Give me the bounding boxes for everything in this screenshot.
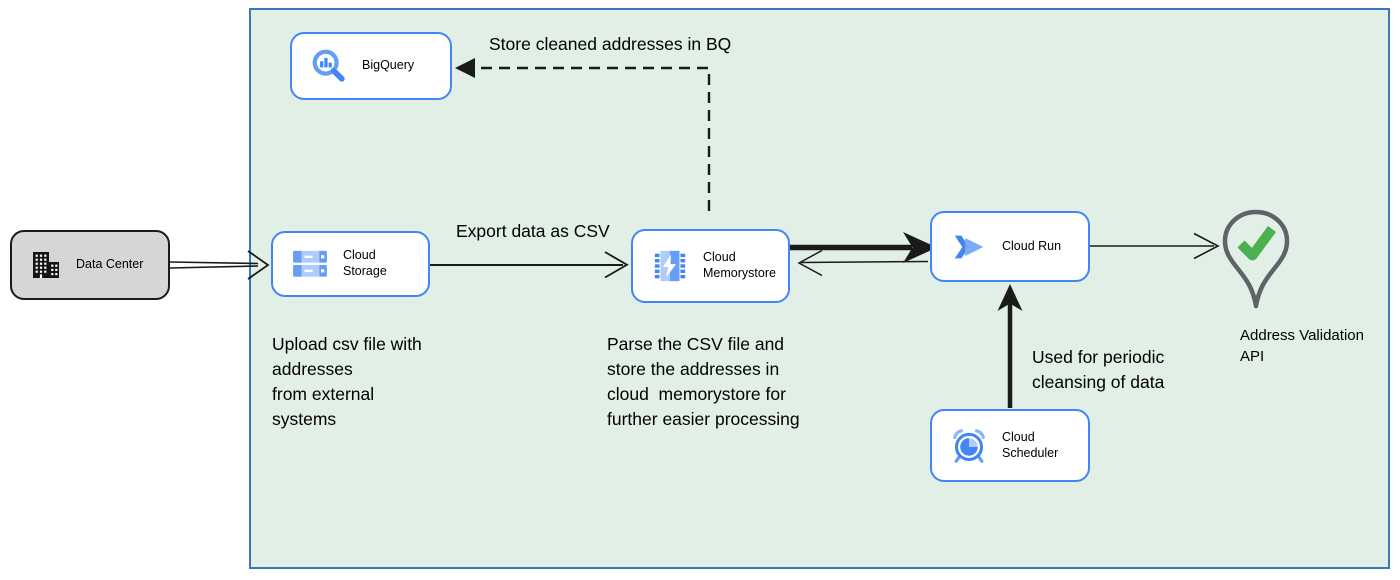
address-validation-label: Address Validation API bbox=[1240, 327, 1368, 366]
node-cloud-memorystore[interactable]: Cloud Memorystore bbox=[631, 229, 790, 303]
annotation-parse-note: Parse the CSV file and store the address… bbox=[607, 334, 800, 429]
node-label: Data Center bbox=[76, 257, 144, 272]
node-bigquery[interactable]: BigQuery bbox=[290, 32, 452, 100]
node-label: Cloud Run bbox=[1002, 238, 1062, 253]
node-label: Cloud Storage bbox=[343, 248, 387, 278]
annotation-store-bq: Store cleaned addresses in BQ bbox=[489, 34, 732, 54]
cloud-storage-icon bbox=[291, 249, 329, 279]
node-label: Cloud Scheduler bbox=[1002, 429, 1059, 460]
memorystore-icon bbox=[651, 248, 689, 284]
annotation-periodic-note: Used for periodic cleansing of data bbox=[1032, 347, 1165, 392]
scheduler-icon bbox=[950, 427, 988, 465]
map-pin-check-icon bbox=[1222, 209, 1290, 309]
bigquery-icon bbox=[310, 47, 348, 85]
node-label: BigQuery bbox=[362, 58, 415, 73]
system-boundary bbox=[249, 8, 1390, 569]
address-validation-node[interactable] bbox=[1222, 209, 1290, 314]
node-cloud-run[interactable]: Cloud Run bbox=[930, 211, 1090, 282]
node-cloud-scheduler[interactable]: Cloud Scheduler bbox=[930, 409, 1090, 482]
node-data-center[interactable]: Data Center bbox=[10, 230, 170, 300]
building-icon bbox=[30, 250, 62, 280]
node-cloud-storage[interactable]: Cloud Storage bbox=[271, 231, 430, 297]
cloud-run-icon bbox=[950, 232, 988, 262]
node-label: Cloud Memorystore bbox=[703, 250, 776, 280]
annotation-export-csv: Export data as CSV bbox=[456, 221, 610, 241]
annotation-upload-note: Upload csv file with addresses from exte… bbox=[272, 334, 422, 429]
